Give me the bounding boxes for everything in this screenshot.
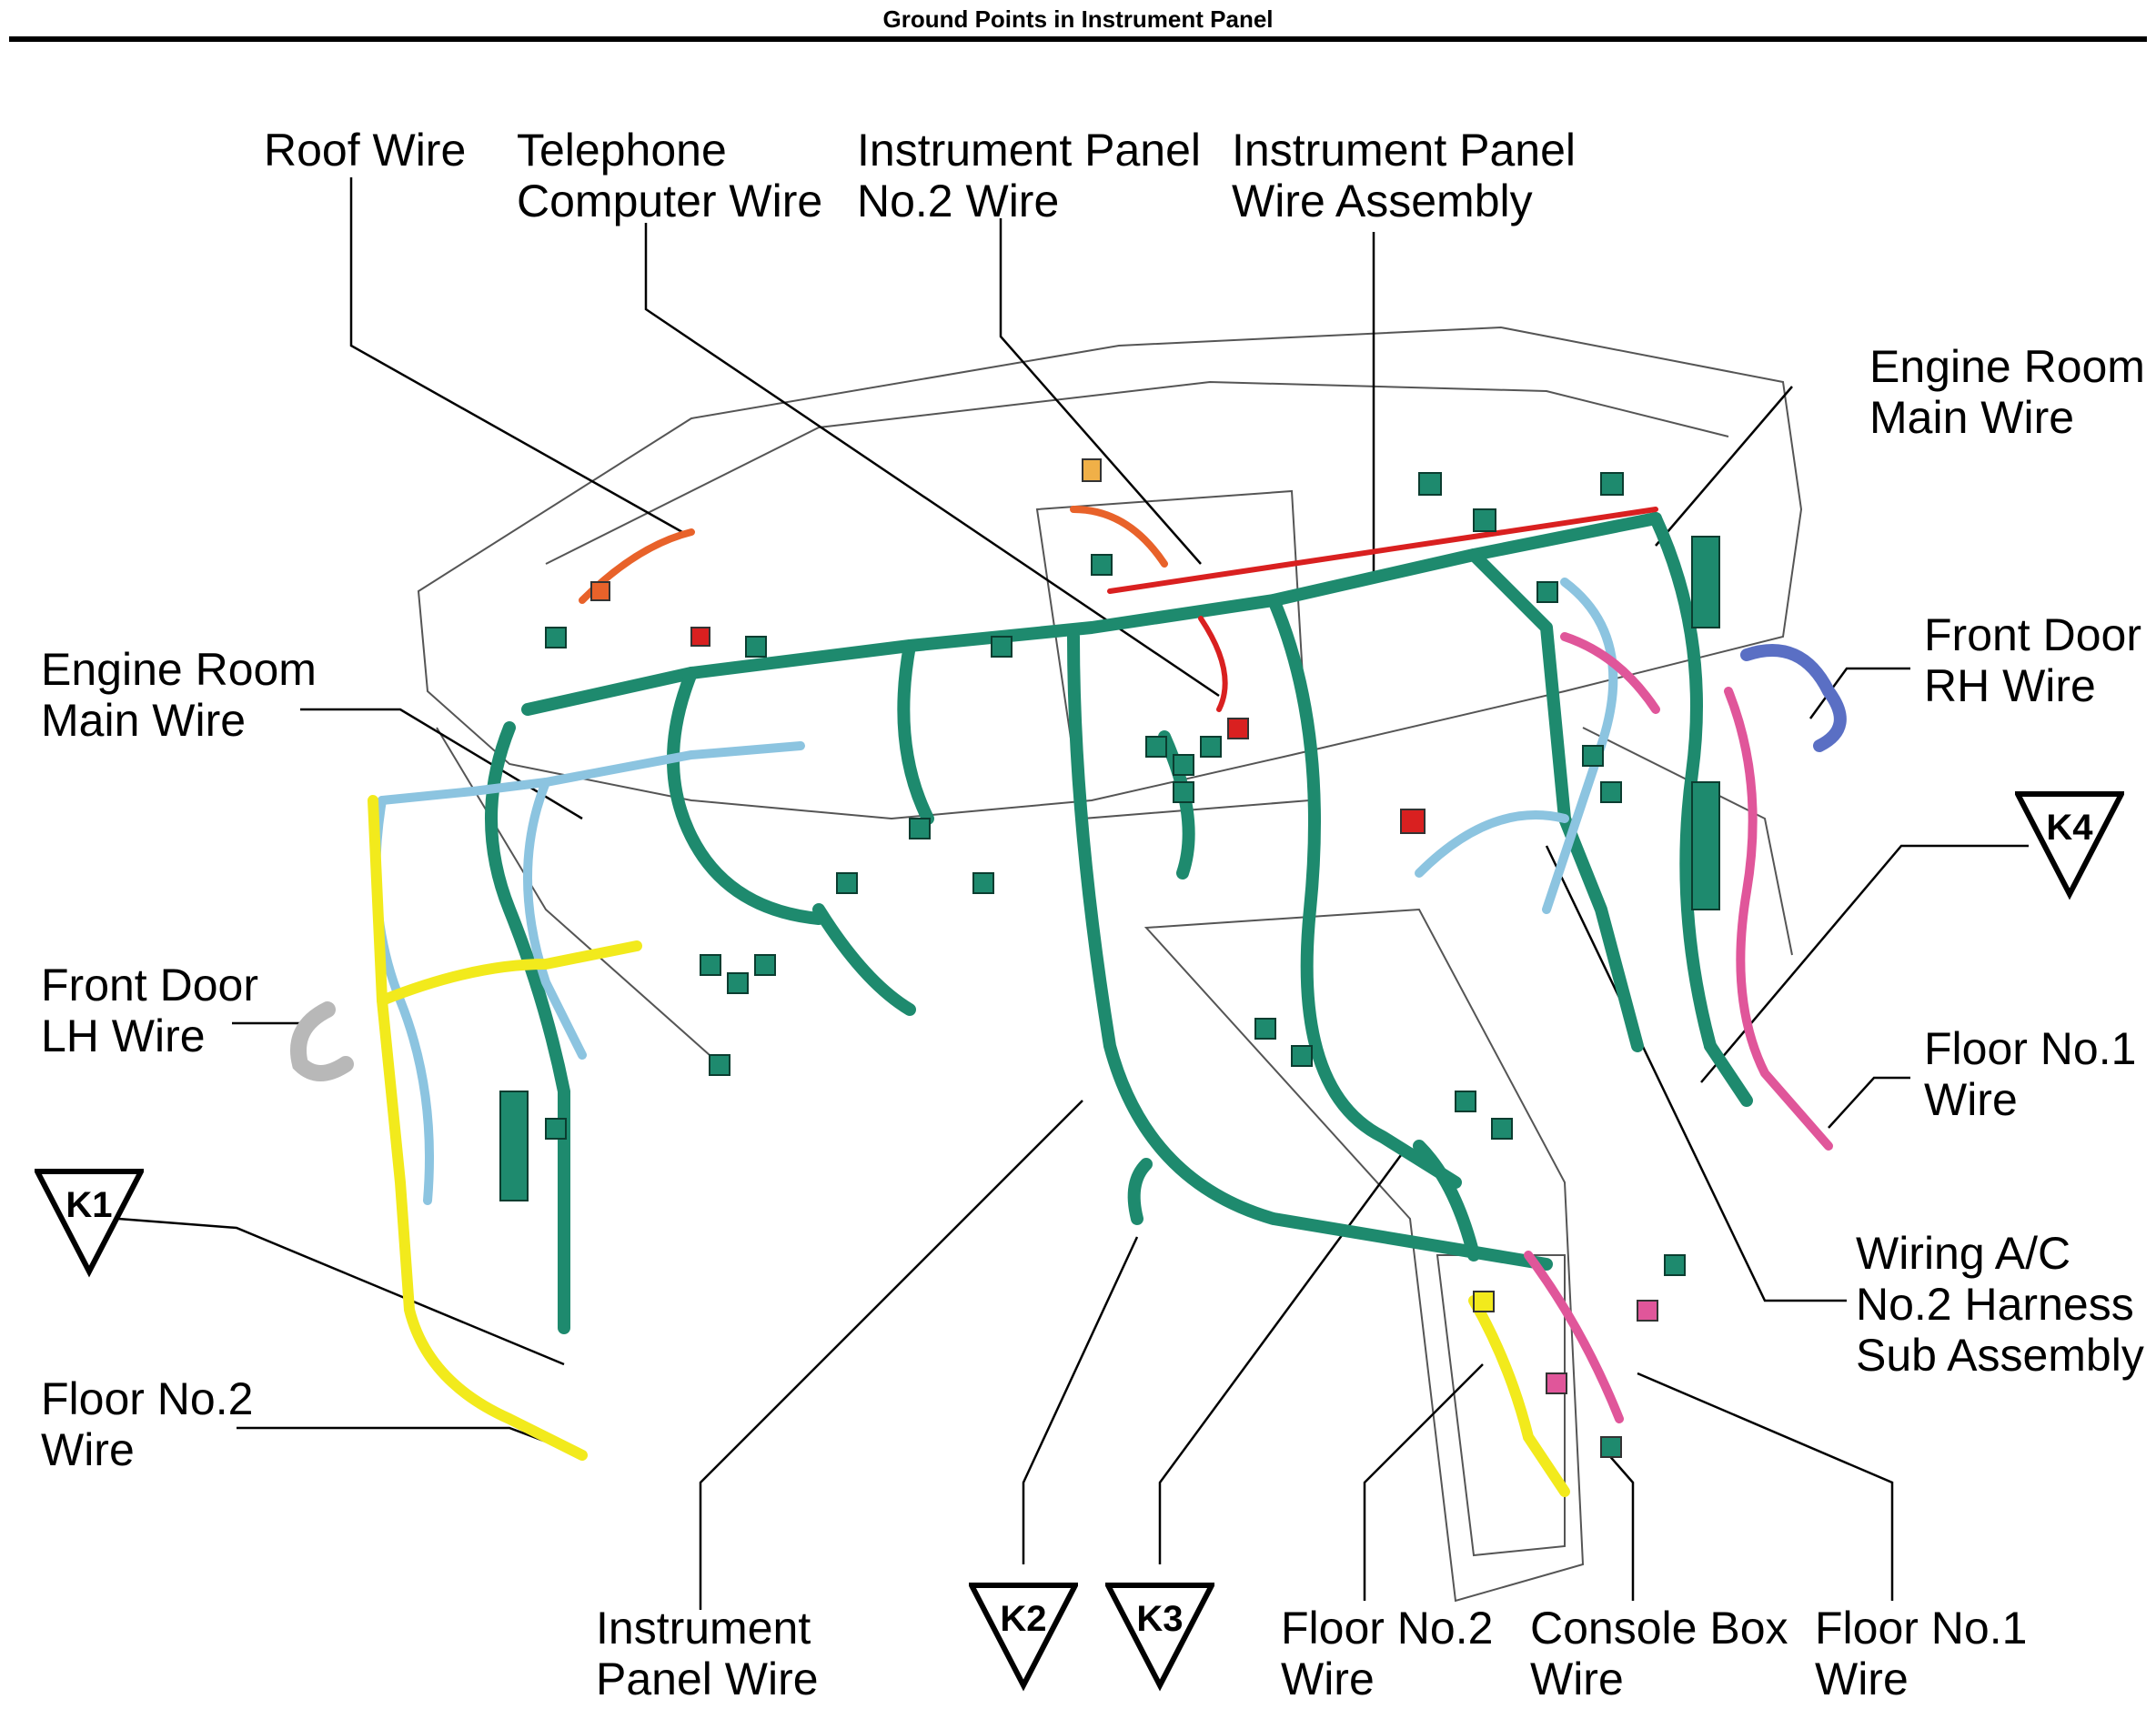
ground-point-k3: K3 xyxy=(1105,1583,1214,1701)
label-floor-no1-wire-bottom: Floor No.1 Wire xyxy=(1815,1603,2028,1704)
leader-k2 xyxy=(1022,1236,1139,1564)
label-engine-room-main-wire-left: Engine Room Main Wire xyxy=(41,644,317,746)
ground-point-k1: K1 xyxy=(35,1169,144,1287)
ground-point-k4: K4 xyxy=(2015,791,2124,910)
leader-ip-no2 xyxy=(999,218,1202,565)
connectors xyxy=(499,472,1720,1276)
label-wiring-ac-no2-harness: Wiring A/C No.2 Harness Sub Assembly xyxy=(1856,1228,2144,1381)
leader-engine-room-right xyxy=(1655,386,1793,547)
harness-orange xyxy=(579,506,1168,604)
label-instrument-panel-wire: Instrument Panel Wire xyxy=(596,1603,819,1704)
label-roof-wire: Roof Wire xyxy=(264,125,467,176)
leader-lines xyxy=(117,177,2029,1610)
label-front-door-rh-wire: Front Door RH Wire xyxy=(1924,609,2141,711)
ground-point-k1-label: K1 xyxy=(65,1185,113,1225)
ground-triangle-icon xyxy=(1105,1583,1214,1692)
harness-grey xyxy=(290,1001,354,1081)
ground-triangle-icon xyxy=(35,1169,144,1278)
harness-yellow xyxy=(368,795,1570,1497)
label-telephone-computer-wire: Telephone Computer Wire xyxy=(517,125,823,226)
ground-triangle-icon xyxy=(969,1583,1078,1692)
leader-k1 xyxy=(117,1217,565,1366)
label-engine-room-main-wire-right: Engine Room Main Wire xyxy=(1869,341,2145,443)
connectors-accent xyxy=(590,458,1658,1458)
leader-front-door-rh xyxy=(1808,667,1910,719)
ground-point-k2: K2 xyxy=(969,1583,1078,1701)
label-floor-no2-wire-left: Floor No.2 Wire xyxy=(41,1373,254,1475)
label-floor-no2-wire-bottom: Floor No.2 Wire xyxy=(1281,1603,1494,1704)
leader-k4 xyxy=(1700,844,2029,1083)
label-instrument-panel-no2-wire: Instrument Panel No.2 Wire xyxy=(857,125,1201,226)
harness-main xyxy=(485,512,1753,1334)
leader-ip-wire xyxy=(699,1100,1083,1610)
leader-wiring-ac xyxy=(1545,845,1847,1302)
label-floor-no1-wire-right: Floor No.1 Wire xyxy=(1924,1023,2137,1125)
ground-triangle-icon xyxy=(2015,791,2124,900)
leader-k3 xyxy=(1158,1154,1403,1564)
harness-pink xyxy=(1524,632,1833,1423)
page-title: Ground Points in Instrument Panel xyxy=(882,5,1274,33)
leader-roof-wire xyxy=(349,177,683,534)
ground-point-k2-label: K2 xyxy=(1000,1599,1047,1639)
leader-floor-no1-right xyxy=(1828,1076,1910,1129)
leader-floor-no1-bottom xyxy=(1637,1372,1894,1601)
label-instrument-panel-wire-assembly: Instrument Panel Wire Assembly xyxy=(1232,125,1576,226)
leader-console-box xyxy=(1600,1445,1635,1601)
harness-blue-grey xyxy=(1740,644,1847,752)
label-front-door-lh-wire: Front Door LH Wire xyxy=(41,960,258,1061)
ground-point-k3-label: K3 xyxy=(1136,1599,1184,1639)
leader-floor-no2-bottom xyxy=(1363,1363,1484,1601)
label-console-box-wire: Console Box Wire xyxy=(1530,1603,1788,1704)
leader-telephone xyxy=(644,223,1220,698)
title-rule xyxy=(9,36,2147,42)
ground-point-k4-label: K4 xyxy=(2046,808,2093,848)
harness-red xyxy=(1107,507,1658,712)
